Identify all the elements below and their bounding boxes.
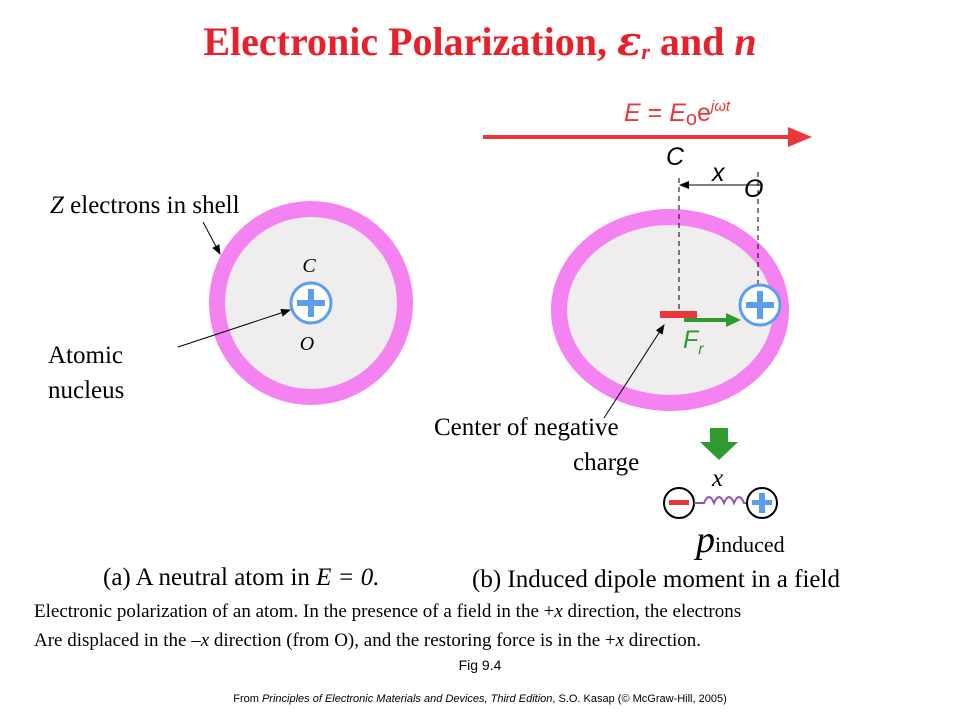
negative-center-label-line2: charge <box>573 449 639 476</box>
label-o: O <box>744 175 763 203</box>
label-x: x <box>711 159 726 187</box>
source-citation: From Principles of Electronic Materials … <box>233 693 727 705</box>
nucleus-plus-icon-displaced <box>738 283 782 327</box>
shell-label: Z electrons in shell <box>50 192 240 219</box>
neutral-atom: C O <box>209 201 413 405</box>
restoring-force-arrow-head <box>726 313 741 327</box>
caption-b: (b) Induced dipole moment in a field <box>472 566 840 593</box>
negative-charge-icon <box>663 487 695 519</box>
center-c-label: C <box>302 255 316 277</box>
spring-icon <box>694 496 748 506</box>
negative-center-pointer <box>603 324 665 419</box>
negative-center-label-line1: Center of negative <box>434 414 619 441</box>
nucleus-label-line2: nucleus <box>48 377 124 404</box>
polarized-atom: Fr <box>551 172 789 411</box>
center-o-label: O <box>300 333 314 355</box>
negative-center-marker <box>660 311 697 318</box>
slide-title: Electronic Polarization, εr and n <box>203 18 757 65</box>
label-c: C <box>666 143 685 171</box>
shell-label-text: electrons in shell <box>64 192 240 219</box>
positive-charge-icon <box>746 487 778 519</box>
induced-dipole: x pinduced <box>663 465 785 561</box>
nucleus-label-line1: Atomic <box>48 342 123 369</box>
shell-pointer <box>202 221 221 255</box>
dipole-moment-label: pinduced <box>693 519 785 561</box>
field-equation: E = Eoejωt <box>624 98 731 130</box>
dipole-x-label: x <box>711 465 723 492</box>
down-arrow-icon <box>700 428 738 460</box>
caption-line-1: Electronic polarization of an atom. In t… <box>34 601 742 622</box>
applied-field: E = Eoejωt <box>483 98 812 147</box>
epsilon-subscript: r <box>641 39 650 64</box>
field-arrow-head <box>788 127 812 147</box>
caption-line-2: Are displaced in the –x direction (from … <box>34 630 702 651</box>
figure-number: Fig 9.4 <box>458 657 502 673</box>
epsilon-symbol: ε <box>616 18 642 65</box>
force-label: Fr <box>683 326 704 358</box>
n-symbol: n <box>734 19 757 64</box>
electron-shell-distorted <box>551 209 789 411</box>
nucleus-pointer <box>177 309 291 348</box>
nucleus-plus-icon <box>289 281 333 325</box>
caption-a: (a) A neutral atom in E = 0. <box>103 564 380 591</box>
